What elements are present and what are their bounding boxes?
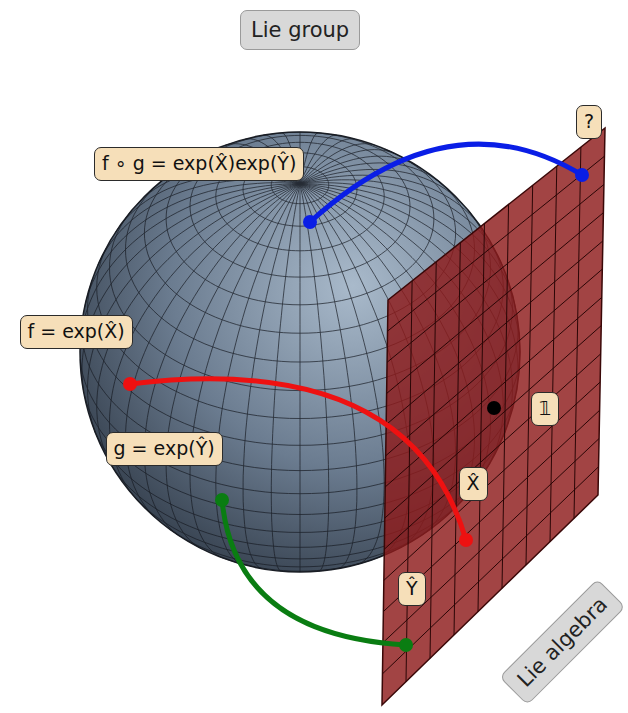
plane-grid — [382, 147, 604, 682]
algebra-element-label: X̂ — [459, 467, 488, 501]
grid-line — [216, 184, 300, 565]
label-text: Lie algebra — [512, 592, 612, 692]
formula-box: f ∘ g = exp(X̂)exp(Ŷ) — [94, 147, 304, 181]
label-text: g = exp(Ŷ) — [114, 437, 215, 459]
grid-line — [478, 224, 484, 612]
grid-line — [386, 241, 603, 425]
grid-line — [300, 144, 375, 184]
grid-line — [383, 410, 599, 611]
grid-line — [88, 184, 301, 433]
point-dot — [123, 377, 137, 391]
formula-box: f = exp(X̂) — [20, 315, 133, 349]
blue-curve — [310, 144, 582, 222]
point-dot — [575, 168, 589, 182]
label-text: Lie group — [251, 18, 349, 42]
grid-line — [300, 184, 357, 569]
heading-box: Lie group — [240, 10, 360, 50]
grid-line — [384, 382, 600, 580]
grid-line — [115, 175, 300, 232]
identity-label: 𝟙 — [531, 392, 559, 426]
label-text: f ∘ g = exp(X̂)exp(Ŷ) — [102, 152, 296, 174]
green-curve — [222, 500, 406, 645]
grid-line — [387, 184, 604, 362]
grid-line — [300, 184, 384, 565]
grid-line — [454, 243, 460, 635]
point-dot — [215, 493, 229, 507]
grid-line — [300, 139, 355, 184]
algebra-element-label: Ŷ — [398, 572, 426, 606]
grid-line — [85, 183, 300, 308]
grid-line — [386, 269, 603, 456]
grid-line — [430, 262, 436, 659]
grid-line — [550, 166, 557, 541]
unknown-label: ? — [576, 105, 602, 139]
label-text: f = exp(X̂) — [28, 320, 125, 342]
formula-box: g = exp(Ŷ) — [106, 432, 223, 466]
grid-line — [271, 184, 300, 572]
label-text: 𝟙 — [539, 397, 551, 419]
grid-line — [300, 163, 441, 184]
grid-line — [385, 326, 601, 518]
grid-line — [387, 213, 604, 394]
identity-dot — [487, 401, 501, 415]
grid-line — [300, 184, 301, 572]
heading-box: Lie algebra — [499, 579, 626, 706]
grid-line — [388, 156, 605, 331]
grid-line — [502, 204, 509, 588]
grid-line — [82, 184, 300, 390]
grid-line — [110, 184, 301, 496]
grid-line — [166, 184, 300, 549]
point-dot — [459, 533, 473, 547]
point-dot — [303, 215, 317, 229]
point-dot — [399, 638, 413, 652]
grid-line — [526, 185, 533, 565]
grid-line — [190, 184, 300, 558]
label-text: ? — [584, 110, 594, 132]
grid-line — [385, 297, 602, 487]
grid-line — [98, 180, 300, 265]
label-text: X̂ — [467, 472, 480, 494]
grid-line — [406, 281, 412, 682]
grid-line — [144, 184, 300, 535]
grid-line — [300, 169, 462, 203]
grid-line — [300, 184, 329, 572]
label-text: Ŷ — [406, 577, 418, 599]
grid-line — [574, 147, 581, 518]
